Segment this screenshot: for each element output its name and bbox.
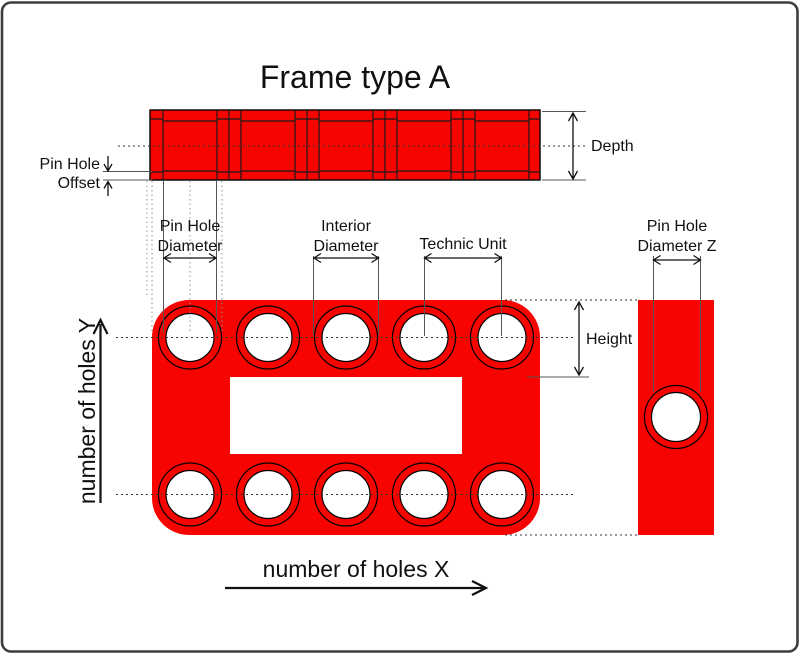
pin-hole-diameter-z-label-line2: Diameter Z [637,238,716,255]
axis-x-label: number of holes X [263,556,450,582]
projection-lines [146,181,223,334]
diagram-title: Frame type A [260,59,451,95]
top-view-corner-ticks [162,110,530,180]
pin-hole-diameter-dimension [162,181,218,333]
front-view-interior-cutout [230,377,462,454]
height-label: Height [586,331,633,348]
depth-label: Depth [591,138,634,155]
depth-dimension [542,111,586,181]
frame-side-view [638,300,714,535]
pin-hole-offset-label-line2: Offset [58,175,101,192]
pin-hole-offset-label-line1: Pin Hole [40,156,101,173]
height-dimension [527,300,589,378]
frame-top-view [149,109,541,181]
axis-y-label: number of holes Y [74,318,100,504]
interior-diameter-label-line2: Diameter [314,238,380,255]
frame-front-view [152,300,540,535]
top-view-unit-boundaries [228,110,464,180]
pin-hole-diameter-z-label-line1: Pin Hole [647,218,708,235]
interior-diameter-label-line1: Interior [321,218,371,235]
interior-diameter-dimension [312,252,380,335]
pin-hole-diameter-label-line1: Pin Hole [160,218,221,235]
axis-y-arrow [92,317,109,503]
pin-hole-diameter-label-line2: Diameter [158,238,224,255]
technic-unit-label: Technic Unit [419,236,507,253]
pin-hole-diameter-z-dimension [652,254,702,392]
axis-x-arrow [225,580,489,596]
construction-lines [116,145,637,536]
technic-unit-dimension [423,252,503,336]
pin-hole [643,384,709,450]
pin-hole-offset-dimension [103,156,152,196]
